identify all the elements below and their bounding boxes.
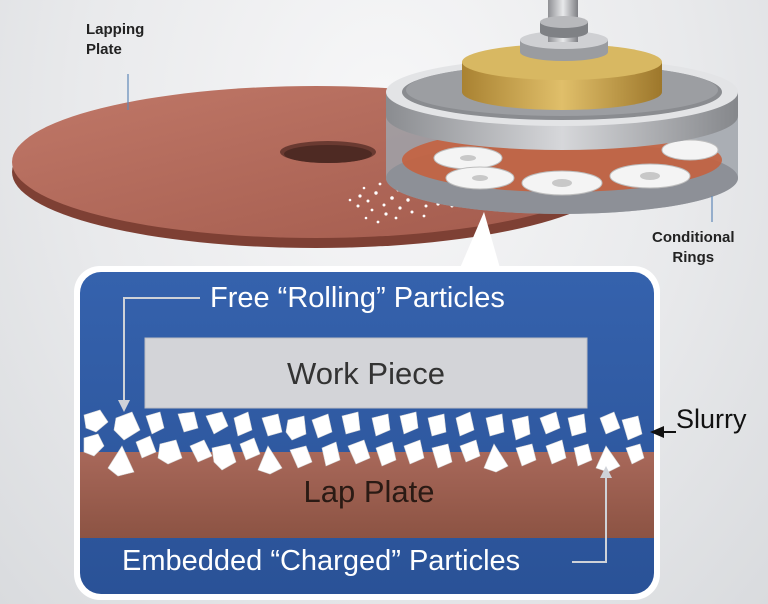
callout-pointer (460, 212, 500, 268)
slurry-particles (83, 409, 645, 477)
lapping-plate-label-line1: Lapping (86, 21, 145, 38)
free-particles-label: Free “Rolling” Particles (210, 282, 505, 314)
conditional-rings-label-line2: Rings (672, 249, 715, 266)
conditional-rings-label-line1: Conditional (652, 229, 735, 246)
slurry-label: Slurry (676, 404, 747, 434)
slurry-arrow (650, 426, 676, 438)
conditional-rings-label: Conditional Rings (652, 228, 735, 268)
free-particles-arrow (118, 297, 200, 412)
detail-panel (74, 266, 660, 600)
work-piece-label: Work Piece (287, 356, 445, 391)
embedded-particles-arrow (572, 466, 612, 563)
conditioning-ring-assembly (386, 0, 738, 222)
lapping-plate-label-line2: Plate (86, 41, 122, 58)
embedded-particles-label: Embedded “Charged” Particles (122, 545, 521, 577)
lapping-plate-label: Lapping Plate (86, 20, 144, 60)
lap-plate-label: Lap Plate (303, 474, 435, 509)
